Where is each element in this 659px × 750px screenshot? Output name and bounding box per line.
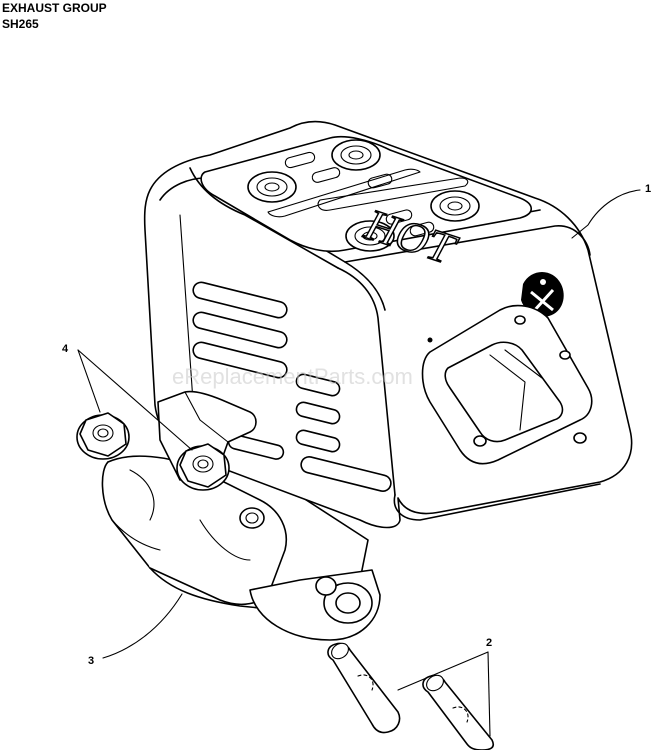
muffler-cover-part: HOT — [143, 120, 633, 529]
flange-nut-part — [76, 412, 130, 460]
model-number: SH265 — [2, 17, 39, 31]
callout-1: 1 — [645, 183, 651, 195]
muffler-body-part — [101, 455, 381, 641]
watermark: eReplacementParts.com — [172, 364, 413, 389]
top-grille — [200, 135, 533, 253]
mounting-boss — [345, 220, 395, 252]
callout-2: 2 — [486, 637, 492, 649]
flange-nut-part — [176, 443, 230, 491]
pin-part — [422, 674, 495, 750]
mounting-boss — [430, 190, 480, 222]
mounting-boss — [247, 171, 297, 203]
diagram-title: EXHAUST GROUP — [2, 1, 107, 15]
warning-icon — [521, 272, 564, 318]
diagram-header: EXHAUST GROUP SH265 — [2, 0, 107, 32]
callout-3: 3 — [88, 655, 94, 667]
mounting-boss — [331, 139, 381, 171]
leader-lines — [77, 189, 641, 737]
pin-part — [327, 642, 401, 734]
callout-4: 4 — [62, 343, 69, 355]
exhaust-outlet — [421, 304, 593, 465]
cooling-slots — [192, 281, 392, 492]
